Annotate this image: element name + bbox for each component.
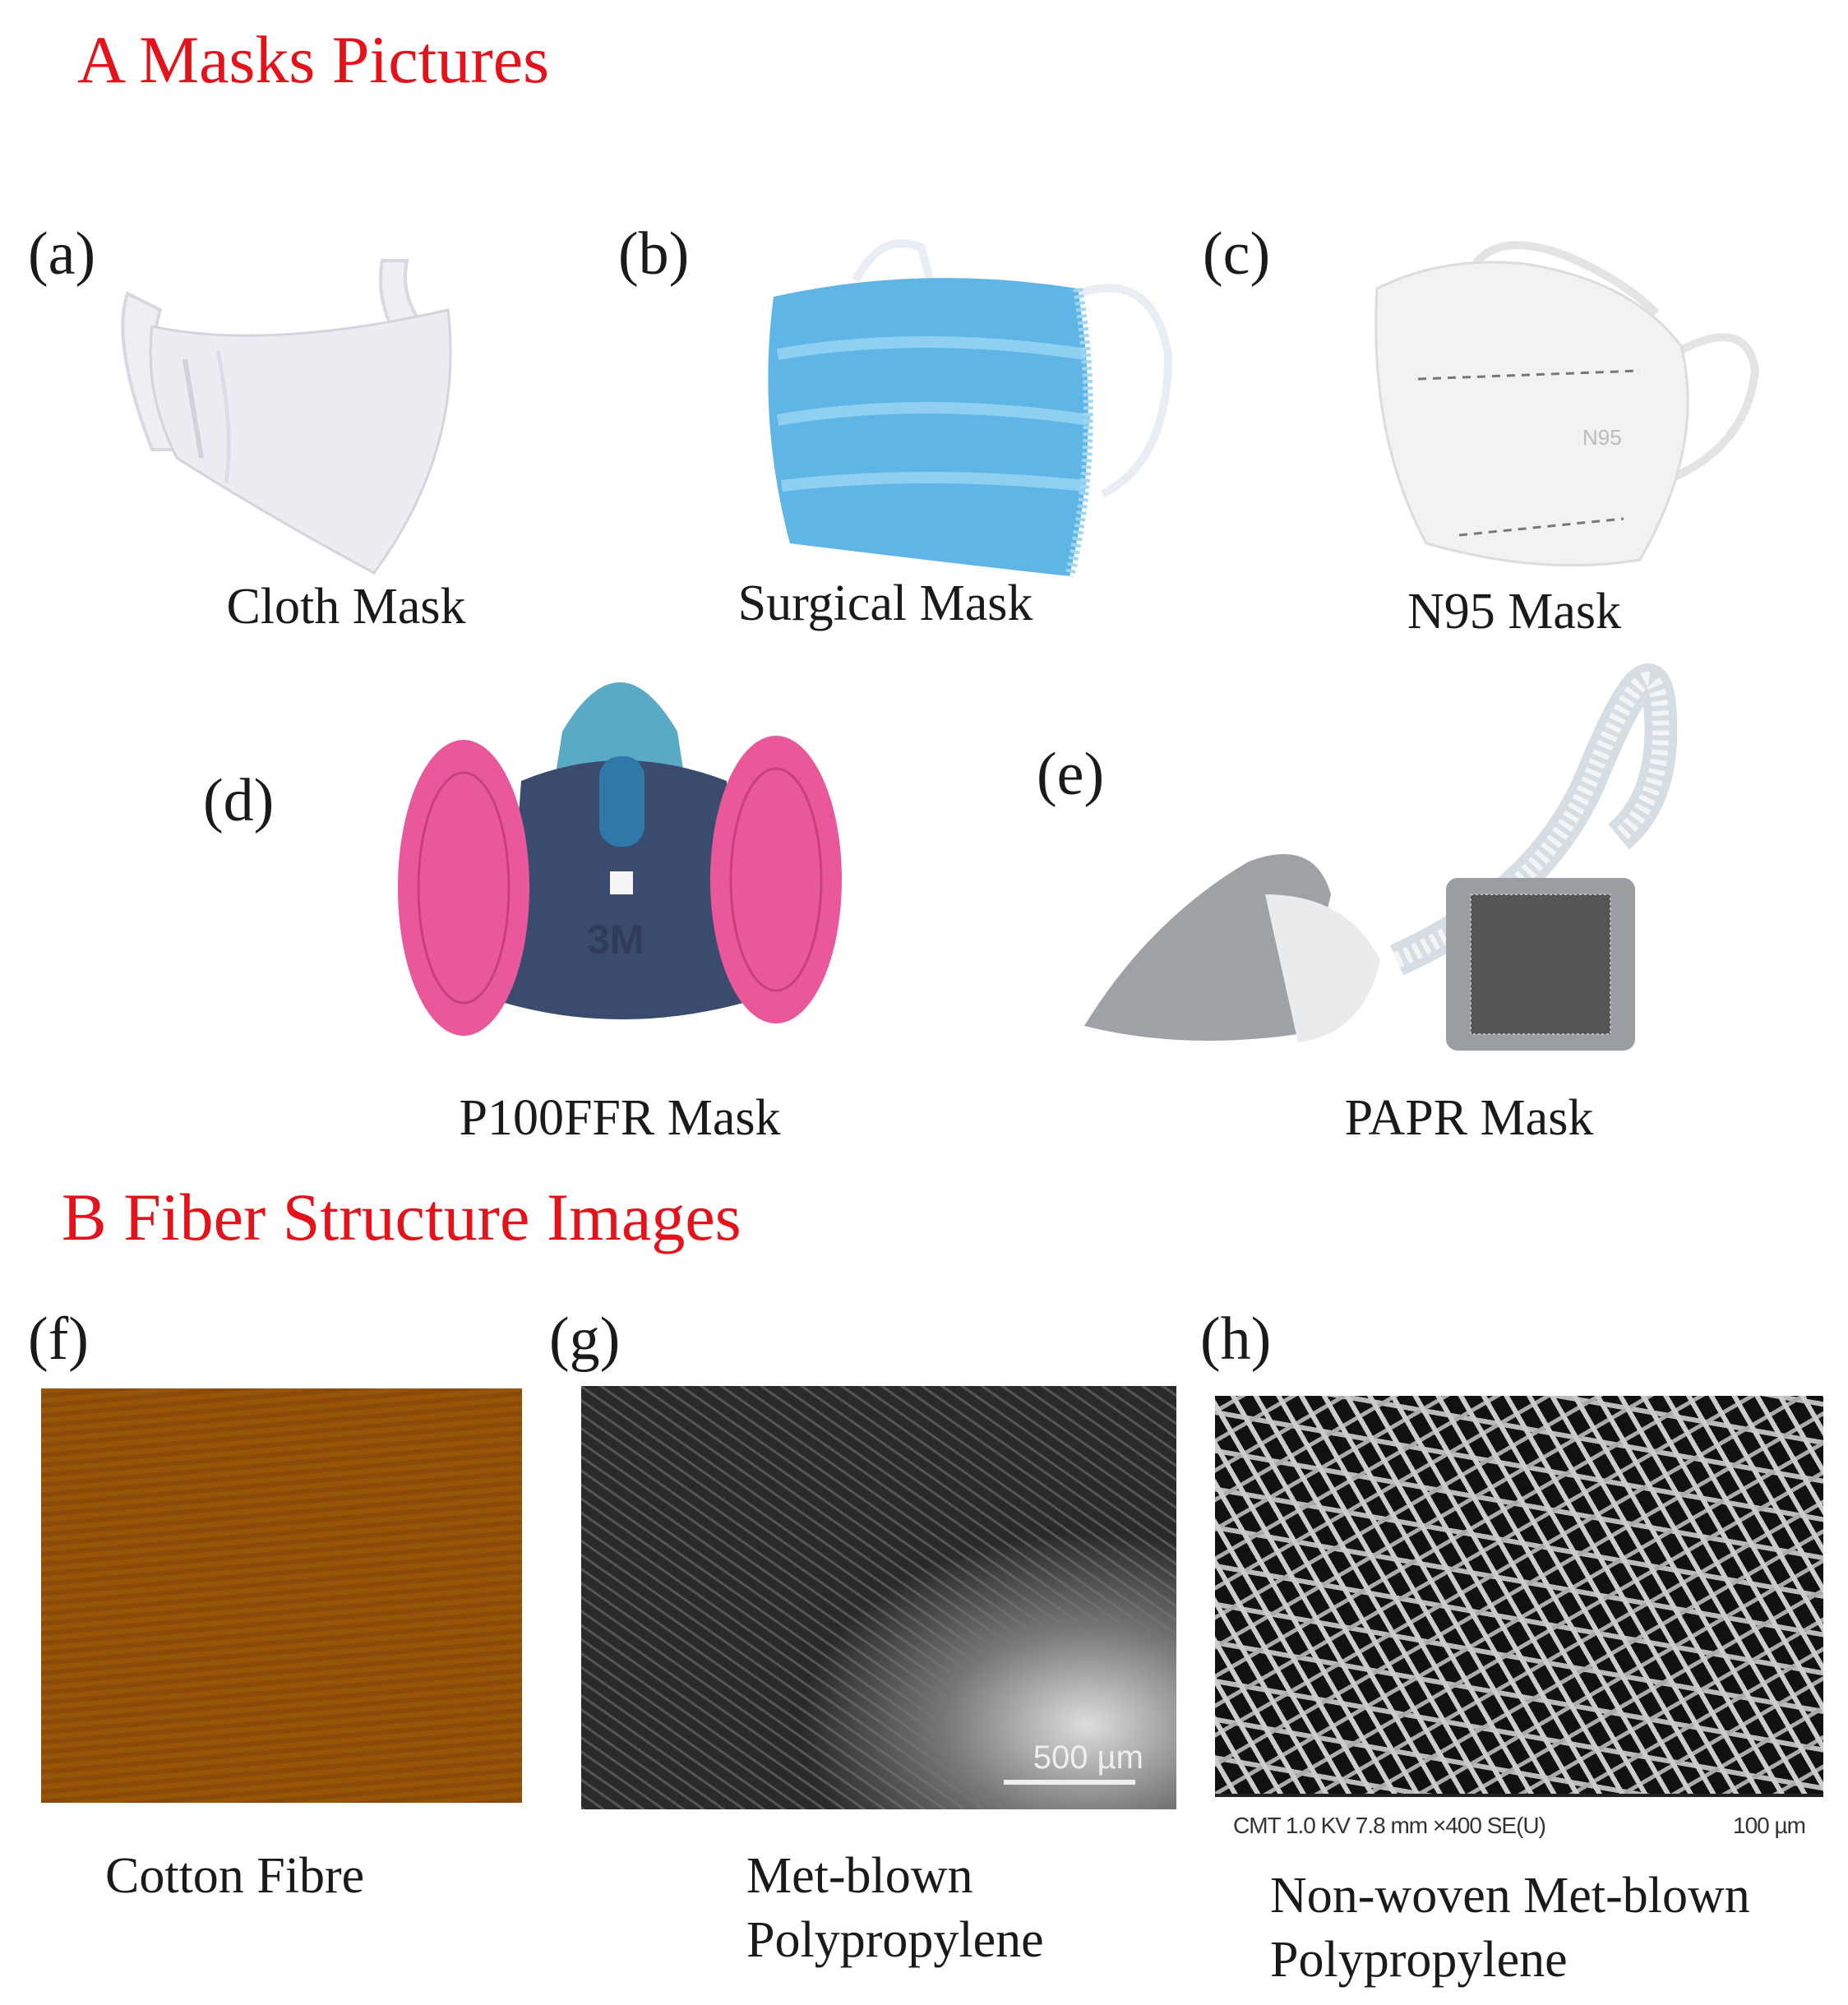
panel-label-b: (b) <box>618 220 690 288</box>
caption-line: Non-woven Met-blown <box>1270 1868 1750 1924</box>
section-b-title: B Fiber Structure Images <box>62 1180 742 1254</box>
n95-mask-image: N95 <box>1361 231 1772 576</box>
panel-label-h: (h) <box>1200 1305 1272 1373</box>
caption-line: Met-blown <box>746 1848 973 1904</box>
panel-label-e: (e) <box>1037 741 1105 808</box>
papr-mask-image <box>1084 648 1709 1067</box>
caption-line: Polypropylene <box>1270 1931 1568 1988</box>
non-woven-sem-image <box>1215 1396 1823 1797</box>
sem-info: CMT 1.0 KV 7.8 mm ×400 SE(U) <box>1233 1813 1546 1838</box>
caption-cotton-fibre: Cotton Fibre <box>105 1848 365 1904</box>
caption-p100ffr-mask: P100FFR Mask <box>459 1090 781 1146</box>
scale-bar-label-g: 500 µm <box>1033 1739 1143 1776</box>
scale-bar-label-h: 100 µm <box>1733 1813 1806 1838</box>
caption-met-blown: Met-blown Polypropylene <box>746 1845 1044 1972</box>
caption-non-woven: Non-woven Met-blown Polypropylene <box>1270 1864 1750 1992</box>
cotton-fibre-image <box>41 1388 522 1803</box>
surgical-mask-image <box>757 231 1176 593</box>
n95-print: N95 <box>1582 425 1622 450</box>
section-a-title: A Masks Pictures <box>77 22 549 97</box>
caption-n95-mask: N95 Mask <box>1407 584 1622 640</box>
panel-label-g: (g) <box>549 1305 621 1373</box>
caption-line: Polypropylene <box>746 1911 1044 1968</box>
cloth-mask-image <box>103 244 506 589</box>
panel-label-c: (c) <box>1203 220 1271 288</box>
panel-label-a: (a) <box>28 220 96 288</box>
p100ffr-mask-image: 3M <box>398 641 850 1052</box>
caption-surgical-mask: Surgical Mask <box>737 575 1033 631</box>
scale-bar-g <box>1004 1780 1135 1785</box>
3m-logo-print: 3M <box>587 917 644 963</box>
panel-label-d: (d) <box>203 767 275 834</box>
caption-cloth-mask: Cloth Mask <box>226 579 466 635</box>
caption-papr-mask: PAPR Mask <box>1344 1090 1594 1146</box>
met-blown-sem-image: 500 µm <box>581 1386 1176 1809</box>
panel-label-f: (f) <box>28 1305 89 1373</box>
